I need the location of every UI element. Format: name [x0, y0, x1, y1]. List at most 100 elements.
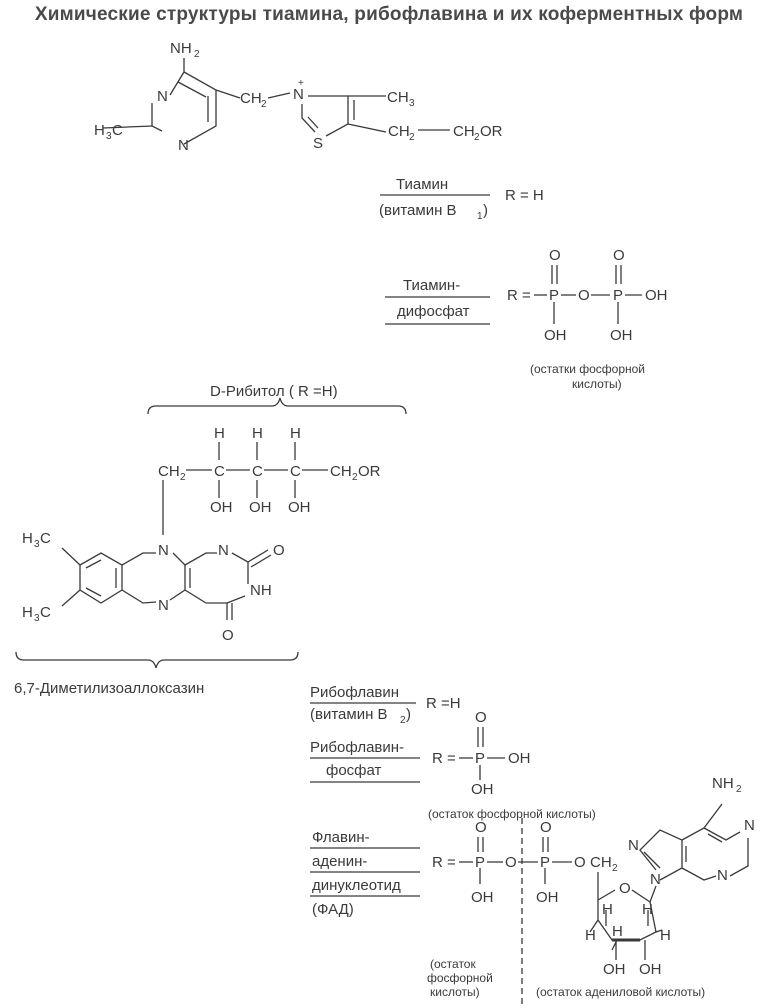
- svg-text:2: 2: [180, 472, 186, 483]
- svg-text:H: H: [94, 122, 105, 139]
- svg-text:H: H: [602, 901, 613, 918]
- svg-text:O: O: [574, 854, 586, 871]
- svg-text:O: O: [578, 287, 590, 304]
- svg-text:N: N: [744, 817, 755, 834]
- svg-text:P: P: [475, 854, 485, 871]
- thiamine-name: Тиамин: [396, 176, 448, 193]
- svg-text:N: N: [628, 837, 639, 854]
- svg-text:NH: NH: [250, 582, 272, 599]
- page-title: Химические структуры тиамина, рибофлавин…: [34, 4, 744, 25]
- fmn-caption: (остаток фосфорной кислоты): [428, 807, 596, 821]
- svg-text:O: O: [619, 880, 631, 897]
- tdp-caption-2: кислоты): [572, 377, 622, 391]
- svg-text:O: O: [475, 819, 487, 836]
- svg-text:P: P: [540, 854, 550, 871]
- svg-text:OH: OH: [610, 327, 633, 344]
- svg-text:CH: CH: [240, 90, 262, 107]
- svg-text:CH: CH: [453, 123, 475, 140]
- pyrimidine-ring: [151, 71, 217, 145]
- svg-text:O: O: [475, 709, 487, 726]
- svg-text:3: 3: [34, 539, 40, 550]
- svg-text:N: N: [158, 597, 169, 614]
- fad-name-1: Флавин-: [312, 829, 370, 846]
- svg-text:H: H: [22, 530, 33, 547]
- svg-text:N: N: [717, 867, 728, 884]
- svg-text:2: 2: [612, 863, 618, 874]
- thiamine-subname: (витамин B: [379, 202, 457, 219]
- svg-text:O: O: [540, 819, 552, 836]
- svg-text:R =: R =: [432, 750, 456, 767]
- svg-text:R =: R =: [507, 287, 531, 304]
- svg-text:OH: OH: [508, 750, 531, 767]
- fad-name-3: динуклеотид: [312, 877, 401, 894]
- svg-text:CH: CH: [590, 854, 612, 871]
- svg-text:H: H: [612, 923, 623, 940]
- svg-text:H: H: [585, 927, 596, 944]
- svg-text:2: 2: [194, 49, 200, 60]
- svg-text:N: N: [293, 86, 304, 103]
- svg-text:OR: OR: [480, 123, 503, 140]
- svg-text:OH: OH: [471, 781, 494, 798]
- svg-text:2: 2: [736, 784, 742, 795]
- svg-text:C: C: [252, 463, 263, 480]
- svg-text:P: P: [613, 287, 623, 304]
- svg-text:N: N: [157, 88, 168, 105]
- svg-text:3: 3: [34, 613, 40, 624]
- svg-text:H: H: [642, 901, 653, 918]
- svg-text:H: H: [252, 425, 263, 442]
- svg-text:OH: OH: [471, 889, 494, 906]
- svg-text:S: S: [313, 135, 323, 152]
- fmn-subname: фосфат: [326, 762, 382, 779]
- svg-text:O: O: [222, 627, 234, 644]
- thiamine-close-paren: ): [483, 202, 488, 219]
- riboflavin-name: Рибофлавин: [310, 684, 399, 701]
- svg-text:C: C: [40, 530, 51, 547]
- svg-text:NH: NH: [170, 40, 192, 57]
- fad-name-2: аденин-: [312, 853, 367, 870]
- svg-text:H: H: [290, 425, 301, 442]
- fad-name-4: (ФАД): [312, 901, 354, 918]
- fad-caption-left-1: (остаток: [430, 957, 476, 971]
- svg-text:H: H: [22, 604, 33, 621]
- adenine-ring: [639, 803, 749, 881]
- svg-text:N: N: [178, 137, 189, 154]
- riboflavin-r-group: R =H: [426, 695, 461, 712]
- fad-caption-left-2: фосфорной: [427, 971, 493, 985]
- svg-text:H: H: [214, 425, 225, 442]
- thiazole-ring: [301, 95, 349, 137]
- svg-text:N: N: [218, 542, 229, 559]
- isoalloxazine-ring: [61, 547, 272, 620]
- svg-text:3: 3: [106, 131, 112, 142]
- svg-text:O: O: [273, 542, 285, 559]
- svg-text:2: 2: [474, 132, 480, 143]
- svg-text:OH: OH: [639, 961, 662, 978]
- svg-text:N: N: [650, 871, 661, 888]
- svg-text:CH: CH: [388, 123, 410, 140]
- thiamine-r-group: R = H: [505, 187, 544, 204]
- svg-text:OH: OH: [536, 889, 559, 906]
- svg-text:C: C: [214, 463, 225, 480]
- svg-text:CH: CH: [158, 463, 180, 480]
- svg-text:OH: OH: [210, 499, 233, 516]
- svg-text:CH: CH: [387, 89, 409, 106]
- svg-text:OH: OH: [645, 287, 668, 304]
- isoalloxazine-label: 6,7-Диметилизоаллоксазин: [14, 680, 204, 697]
- ribitol-brace: [147, 397, 407, 415]
- riboflavin-subname: (витамин B: [310, 706, 388, 723]
- svg-text:3: 3: [409, 98, 415, 109]
- svg-text:OH: OH: [288, 499, 311, 516]
- svg-text:C: C: [40, 604, 51, 621]
- svg-text:CH: CH: [330, 463, 352, 480]
- svg-text:2: 2: [261, 99, 267, 110]
- tdp-caption-1: (остатки фосфорной: [530, 362, 645, 376]
- svg-text:NH: NH: [712, 775, 734, 792]
- svg-text:O: O: [549, 247, 561, 264]
- svg-text:+: +: [298, 78, 304, 89]
- riboflavin-close-paren: ): [406, 706, 411, 723]
- isoalloxazine-brace: [15, 651, 299, 669]
- svg-text:P: P: [475, 750, 485, 767]
- svg-text:O: O: [613, 247, 625, 264]
- svg-text:R =: R =: [432, 854, 456, 871]
